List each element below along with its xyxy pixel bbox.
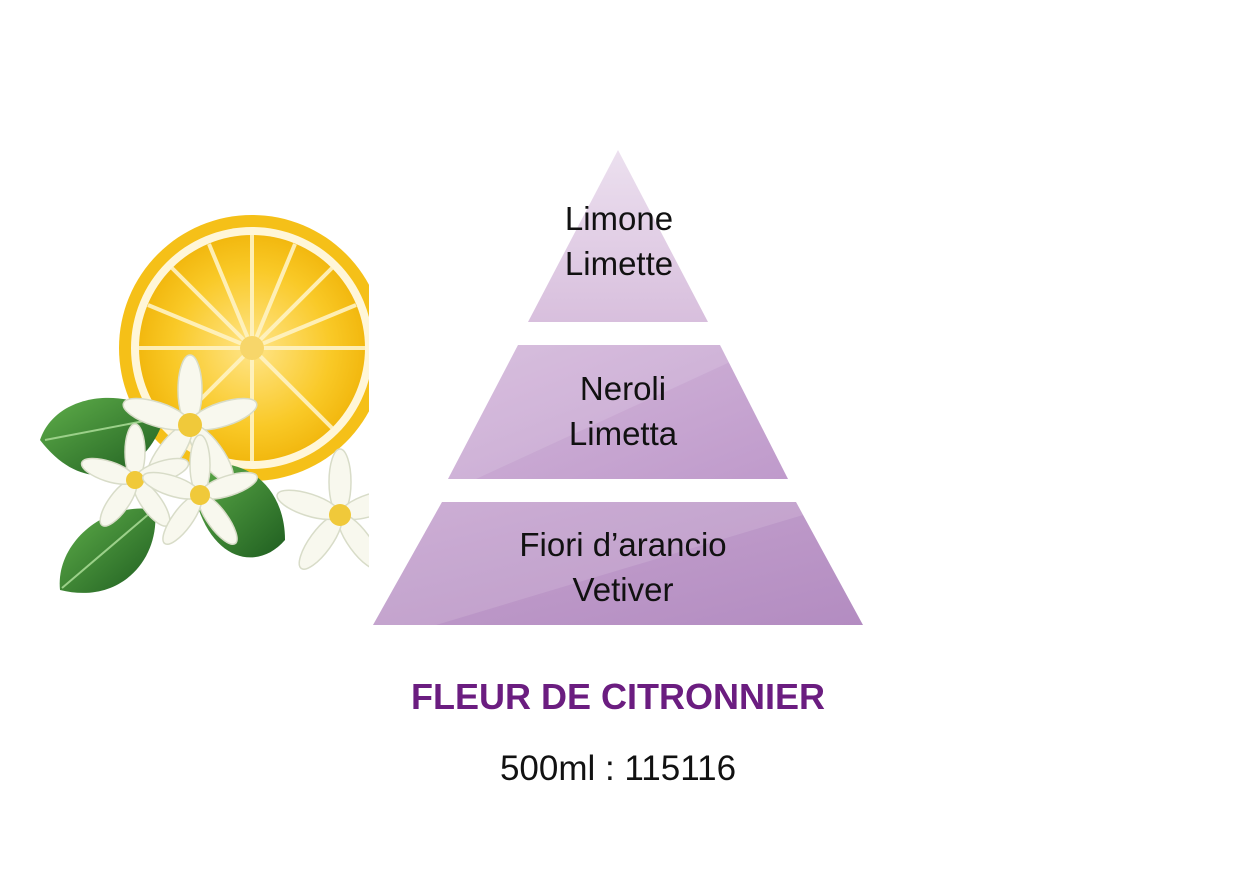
note-label: Fiori d’arancio <box>519 526 727 563</box>
citrus-blossoms-image <box>80 354 369 570</box>
pyramid <box>373 150 863 625</box>
pyramid-tier-base-notes: Fiori d’arancio Vetiver <box>373 522 873 612</box>
note-label: Vetiver <box>572 571 674 608</box>
pyramid-tier-base <box>373 502 863 625</box>
product-reference: 500ml : 115116 <box>499 749 737 788</box>
lemon-blossom-illustration <box>40 215 369 593</box>
pyramid-tier-top <box>528 150 708 322</box>
pyramid-tier-middle-sheen <box>448 345 730 479</box>
lemon-half-image <box>119 215 369 481</box>
pyramid-tier-middle-notes: Neroli Limetta <box>373 366 873 456</box>
pyramid-tier-top-notes: Limone Limette <box>369 196 869 286</box>
pyramid-tier-middle <box>448 345 788 479</box>
note-label: Limette <box>564 245 674 282</box>
product-name: FLEUR DE CITRONNIER <box>411 676 825 717</box>
note-label: Limetta <box>568 415 678 452</box>
note-label: Neroli <box>579 370 667 407</box>
note-label: Limone <box>564 200 674 237</box>
pyramid-tier-base-sheen <box>373 502 803 625</box>
